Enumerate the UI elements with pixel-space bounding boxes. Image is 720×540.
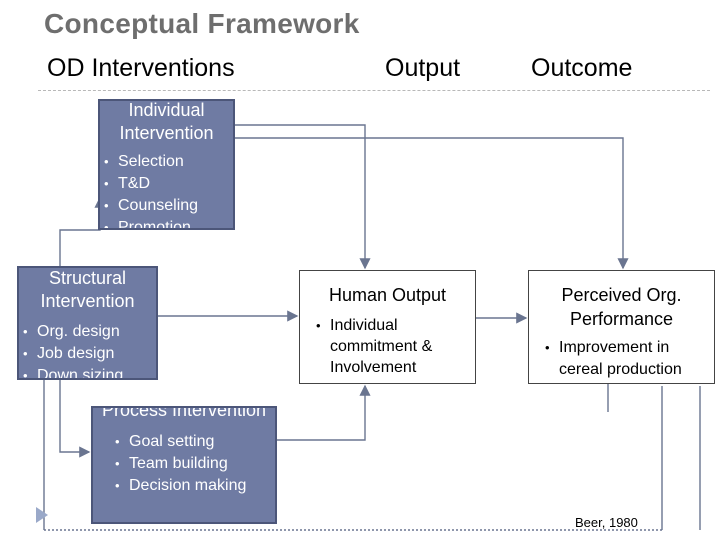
- perceived-performance-title: Perceived Org. Performance: [561, 285, 682, 329]
- list-item: Individual commitment & Involvement: [312, 315, 475, 378]
- list-item: Selection: [100, 151, 233, 173]
- list-item: Counseling: [100, 195, 233, 217]
- column-header-outcome: Outcome: [531, 54, 633, 82]
- connector-structural-to-individual: [59, 196, 106, 266]
- connector-individual-to-human: [235, 124, 371, 270]
- perceived-performance-box: Perceived Org. Performance Improvement i…: [528, 270, 715, 384]
- list-item: Goal setting: [111, 431, 275, 453]
- column-header-od-interventions: OD Interventions: [47, 54, 235, 82]
- connector-individual-to-perceived: [235, 137, 629, 270]
- structural-intervention-title: Structural Intervention: [40, 268, 135, 311]
- list-item: Org. design: [19, 321, 156, 343]
- individual-intervention-box: Individual Intervention Selection T&D Co…: [98, 99, 235, 230]
- column-header-output: Output: [385, 54, 461, 82]
- human-output-box: Human Output Individual commitment & Inv…: [299, 270, 476, 384]
- list-item: Team building: [111, 453, 275, 475]
- play-arrow-icon[interactable]: [36, 507, 48, 523]
- list-item: Improvement in cereal production: [541, 337, 714, 381]
- individual-intervention-title: Individual Intervention: [119, 100, 214, 143]
- perceived-performance-list: Improvement in cereal production: [529, 337, 714, 381]
- process-intervention-title: Process Intervention: [101, 406, 267, 420]
- page-title: Conceptual Framework: [44, 8, 360, 39]
- list-item: T&D: [100, 173, 233, 195]
- citation: Beer, 1980: [575, 515, 638, 530]
- list-item: Decision making: [111, 475, 275, 497]
- human-output-list: Individual commitment & Involvement: [300, 315, 475, 378]
- connector-process-to-human: [277, 384, 371, 441]
- connector-structural-to-process: [59, 380, 91, 458]
- human-output-title: Human Output: [328, 285, 447, 305]
- list-item: Job design: [19, 343, 156, 365]
- process-intervention-box: Process Intervention Goal setting Team b…: [91, 406, 277, 524]
- process-intervention-list: Goal setting Team building Decision maki…: [93, 431, 275, 497]
- list-item: Down sizing: [19, 365, 156, 378]
- header-divider: [38, 90, 710, 91]
- structural-intervention-box: Structural Intervention Org. design Job …: [17, 266, 158, 380]
- individual-intervention-list: Selection T&D Counseling Promotion: [100, 151, 233, 228]
- list-item: Promotion: [100, 217, 233, 228]
- structural-intervention-list: Org. design Job design Down sizing: [19, 321, 156, 378]
